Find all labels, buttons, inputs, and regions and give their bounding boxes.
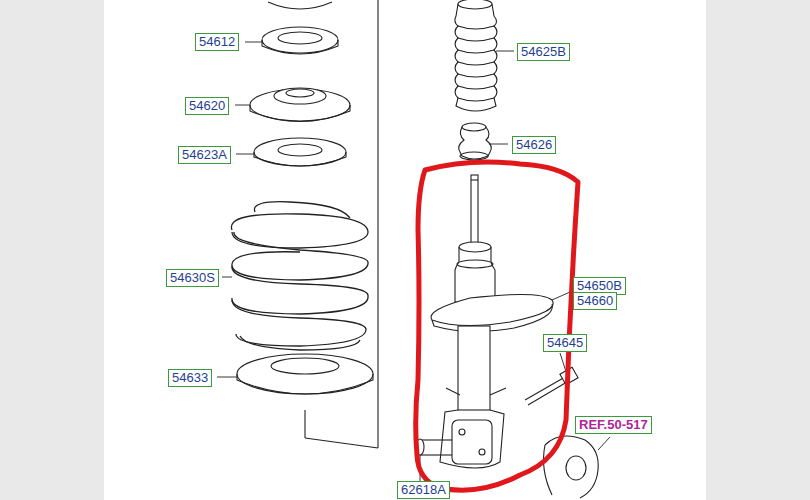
side-panel [0,0,104,500]
callout-number: 54630S [166,269,219,287]
highlight-outline [416,162,578,490]
steering-knuckle [544,436,599,498]
bump-stop [459,123,492,160]
side-panel [706,0,810,500]
dust-boot [455,0,497,111]
group-line [304,410,305,438]
shock-absorber [416,175,553,468]
callout-number: 54626 [512,136,556,154]
washer [268,2,332,9]
callout-number: 54633 [168,369,212,387]
coil-spring [231,202,368,350]
callout-number: 54612 [195,33,239,51]
callout-number: 62618A [397,481,450,499]
bearing [262,27,338,54]
callout-number: 54645 [543,334,587,352]
reference-label: REF.50-517 [575,416,652,434]
spring-pad-lower [237,354,373,394]
group-line [377,0,378,448]
group-line [305,438,378,448]
callout-number: 54623A [178,146,231,164]
spring-pad [254,138,346,166]
spring-seat-upper [250,88,350,122]
callout-number: 54660 [573,292,617,310]
callout-number: 54620 [185,97,229,115]
callout-number: 54625B [517,43,570,61]
